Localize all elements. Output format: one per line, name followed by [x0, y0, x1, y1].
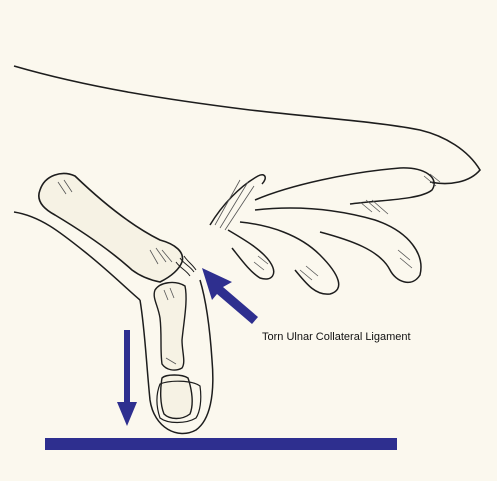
flat-surface-bar: [45, 438, 397, 450]
ligament-callout-label: Torn Ulnar Collateral Ligament: [262, 331, 411, 343]
